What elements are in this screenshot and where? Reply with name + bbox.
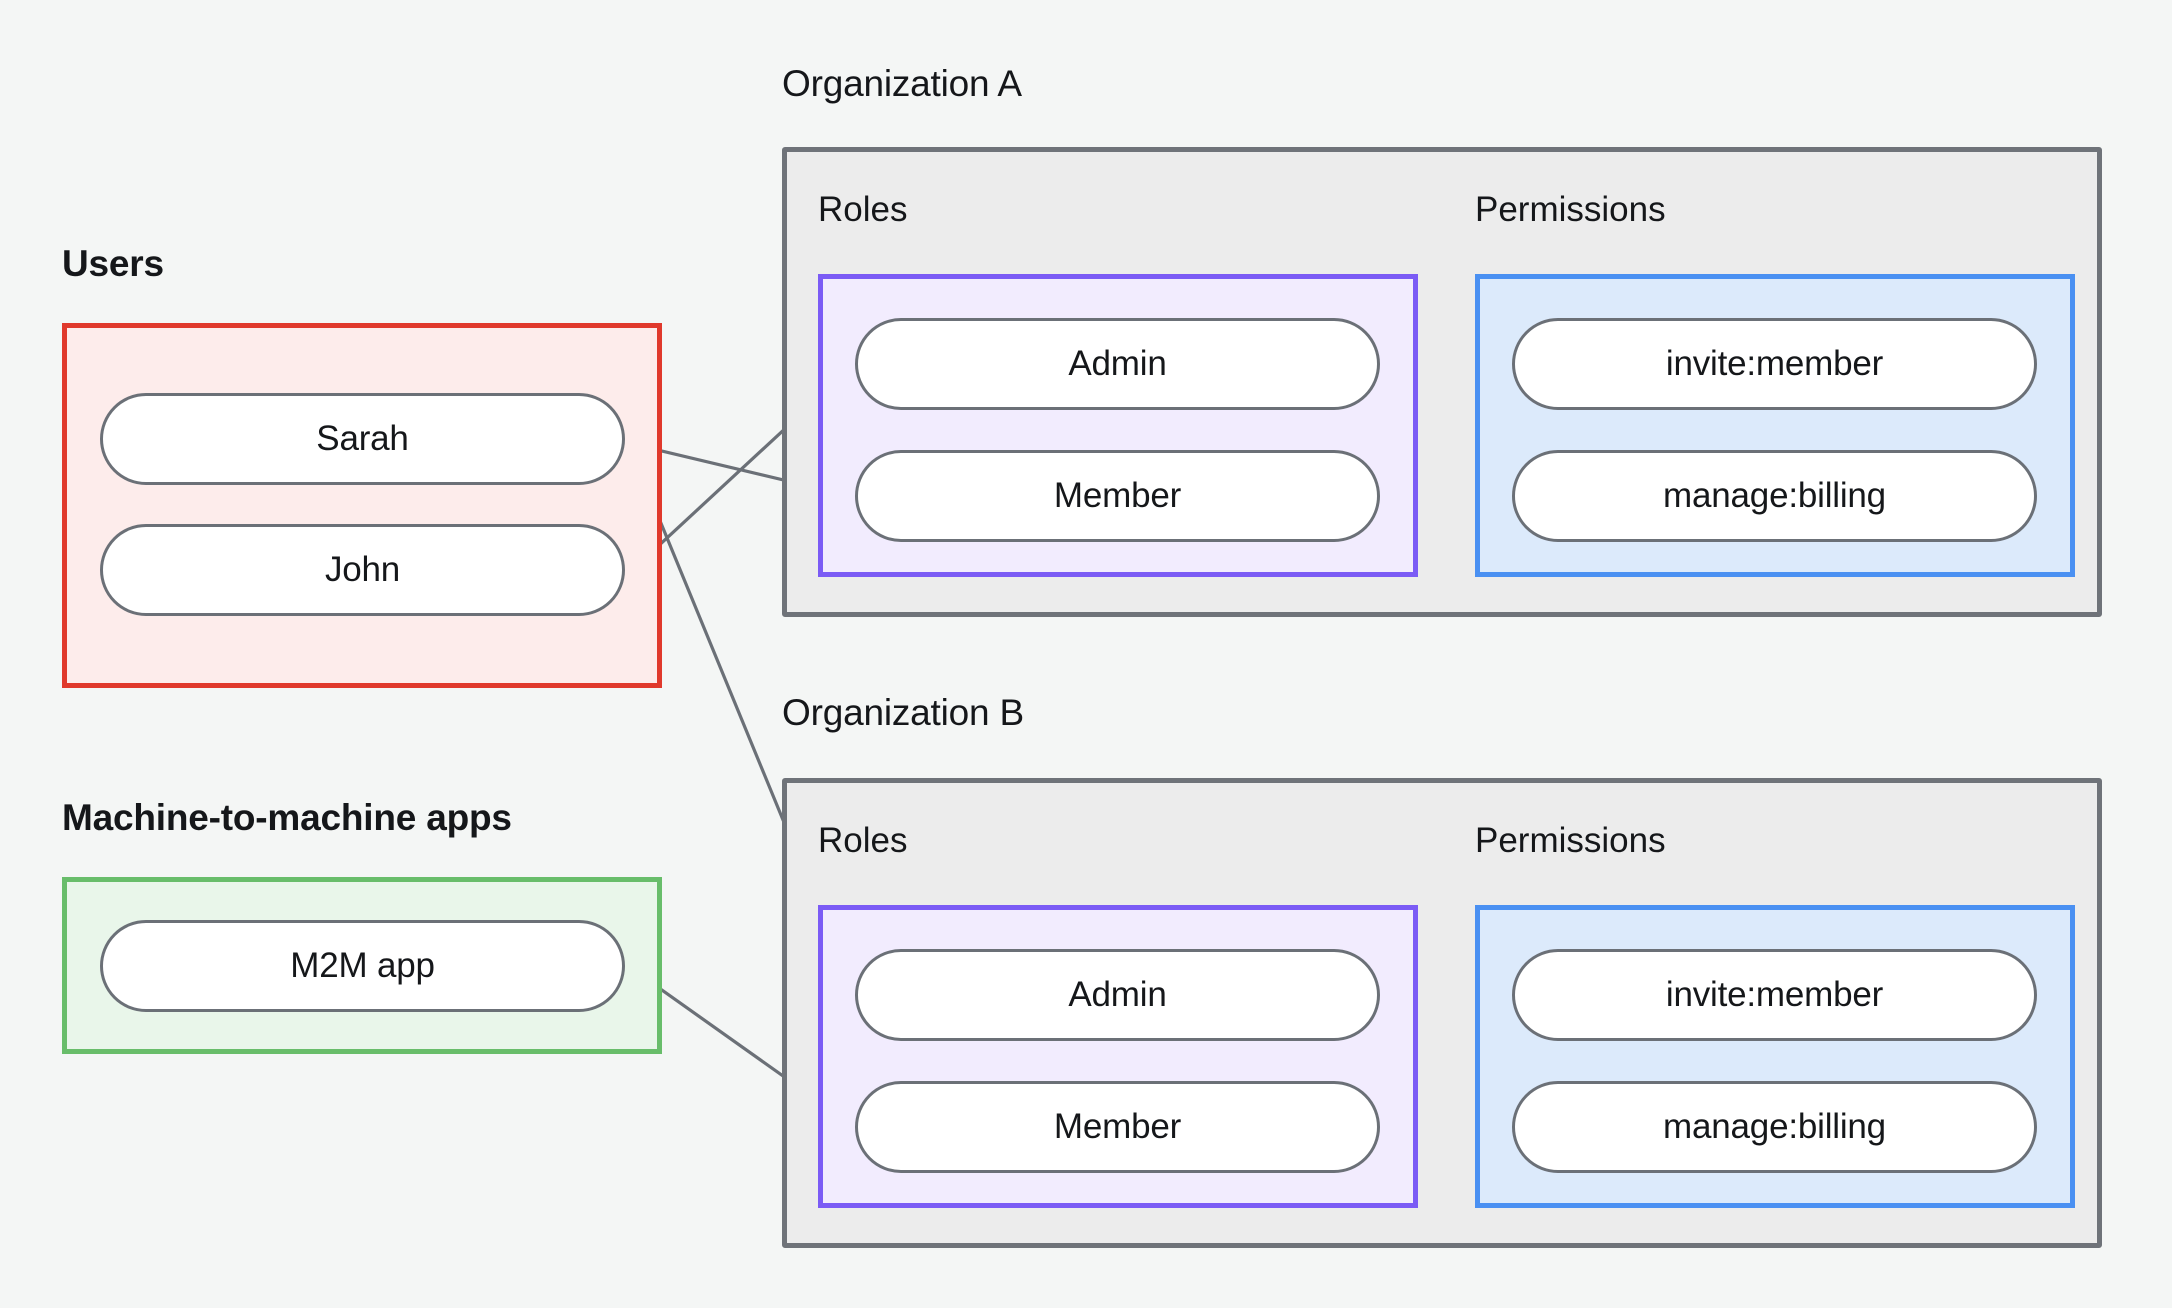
- org-b-label: Organization B: [782, 692, 1024, 733]
- org-a-role-member[interactable]: Member: [855, 450, 1380, 542]
- org-a-label: Organization A: [782, 63, 1022, 104]
- org-b-permission-manage-billing[interactable]: manage:billing: [1512, 1081, 2037, 1173]
- org-b-roles-label: Roles: [818, 821, 908, 860]
- user-node-john[interactable]: John: [100, 524, 625, 616]
- org-b-permissions-label: Permissions: [1475, 821, 1666, 860]
- m2m-group-label: Machine-to-machine apps: [62, 797, 512, 838]
- users-group-label: Users: [62, 243, 164, 284]
- org-a-permission-manage-billing[interactable]: manage:billing: [1512, 450, 2037, 542]
- users-container: [62, 323, 662, 688]
- org-a-roles-label: Roles: [818, 190, 908, 229]
- user-node-sarah[interactable]: Sarah: [100, 393, 625, 485]
- org-a-permission-invite-member[interactable]: invite:member: [1512, 318, 2037, 410]
- m2m-node-app[interactable]: M2M app: [100, 920, 625, 1012]
- org-a-role-admin[interactable]: Admin: [855, 318, 1380, 410]
- org-b-role-admin[interactable]: Admin: [855, 949, 1380, 1041]
- org-a-permissions-label: Permissions: [1475, 190, 1666, 229]
- org-b-permission-invite-member[interactable]: invite:member: [1512, 949, 2037, 1041]
- org-b-role-member[interactable]: Member: [855, 1081, 1380, 1173]
